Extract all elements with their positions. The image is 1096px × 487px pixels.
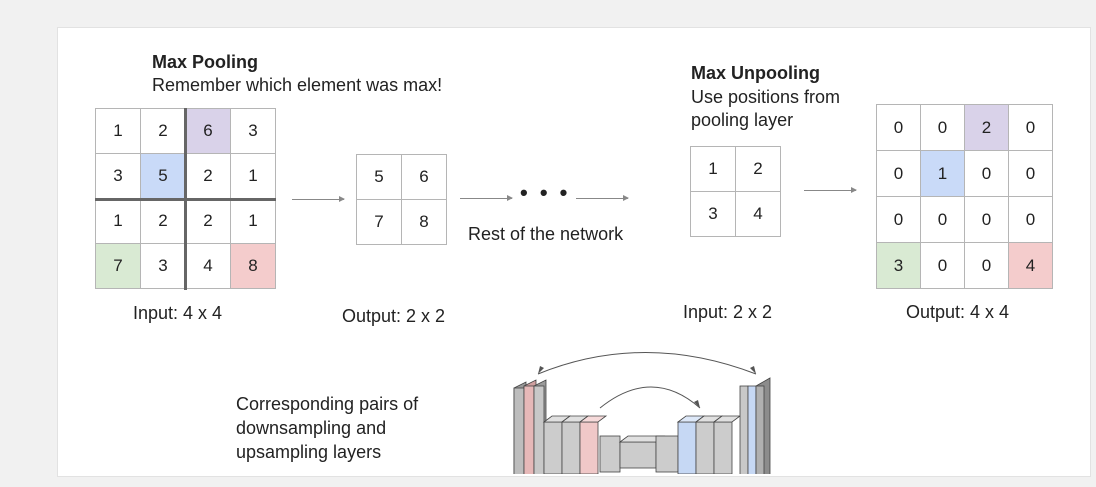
- grid-cell: 3: [690, 191, 736, 237]
- arrow-right-icon: [292, 196, 345, 202]
- pooling-subtitle: Remember which element was max!: [152, 75, 443, 95]
- grid-cell: 1: [230, 198, 276, 244]
- grid-cell: 2: [185, 198, 231, 244]
- arrow-right-icon: [460, 195, 513, 201]
- rest-of-network-label: Rest of the network: [468, 224, 624, 244]
- grid-cell: 1: [95, 108, 141, 154]
- grid-cell-max: 1: [920, 150, 965, 197]
- unet-caption-line2: downsampling and: [236, 418, 387, 438]
- grid-cell: 2: [185, 153, 231, 199]
- grid-cell: 0: [1008, 104, 1053, 151]
- arrow-right-icon: [804, 187, 857, 193]
- ellipsis-icon: • • •: [520, 180, 571, 205]
- encoder-layer: [542, 415, 608, 474]
- grid-cell: 0: [876, 150, 921, 197]
- grid-cell: 8: [401, 199, 447, 245]
- grid-cell: 1: [230, 153, 276, 199]
- grid-cell: 0: [876, 104, 921, 151]
- grid-cell-max: 5: [140, 153, 186, 199]
- decoder-layer: [739, 377, 771, 474]
- unpooling-title: Max Unpooling: [691, 63, 820, 83]
- grid-cell: 5: [356, 154, 402, 200]
- grid-cell: 2: [735, 146, 781, 192]
- bottleneck-layer: [599, 435, 679, 473]
- grid-cell: 4: [735, 191, 781, 237]
- skip-connection-arc: [537, 352, 757, 375]
- unet-caption-line1: Corresponding pairs of: [236, 394, 419, 414]
- unpooling-output-label: Output: 4 x 4: [906, 302, 1010, 322]
- grid-cell-max: 2: [964, 104, 1009, 151]
- grid-cell: 2: [140, 198, 186, 244]
- unpooling-input-grid: 1 2 3 4: [690, 146, 781, 237]
- unpooling-input-label: Input: 2 x 2: [683, 302, 773, 322]
- grid-cell: 3: [230, 108, 276, 154]
- grid-cell-max: 7: [95, 243, 141, 289]
- grid-cell: 6: [401, 154, 447, 200]
- unet-diagram: [513, 352, 771, 474]
- slide: Max Pooling Remember which element was m…: [57, 27, 1091, 477]
- grid-cell: 1: [95, 198, 141, 244]
- grid-cell-max: 4: [1008, 242, 1053, 289]
- arrow-right-icon: [576, 195, 629, 201]
- unet-caption-line3: upsampling layers: [236, 442, 382, 462]
- decoder-layer: [676, 415, 742, 474]
- grid-cell-max: 6: [185, 108, 231, 154]
- grid-cell: 0: [964, 196, 1009, 243]
- grid-cell: 0: [964, 242, 1009, 289]
- skip-connection-arc: [599, 386, 701, 409]
- encoder-layer: [513, 379, 547, 474]
- unpooling-subtitle-line1: Use positions from: [691, 87, 841, 107]
- pooling-output-grid: 5 6 7 8: [356, 154, 447, 245]
- pooling-title: Max Pooling: [152, 52, 259, 72]
- grid-cell: 0: [876, 196, 921, 243]
- grid-cell: 7: [356, 199, 402, 245]
- grid-cell: 0: [1008, 150, 1053, 197]
- unpooling-subtitle-line2: pooling layer: [691, 110, 794, 130]
- grid-cell: 0: [920, 104, 965, 151]
- quadrant-divider-horizontal: [95, 198, 276, 201]
- grid-cell: 0: [964, 150, 1009, 197]
- grid-cell: 4: [185, 243, 231, 289]
- unpooling-output-grid: 0 0 2 0 0 1 0 0 0 0 0 0 3 0 0 4: [876, 104, 1053, 289]
- grid-cell-max: 8: [230, 243, 276, 289]
- grid-cell: 3: [140, 243, 186, 289]
- grid-cell: 3: [95, 153, 141, 199]
- grid-cell: 0: [920, 242, 965, 289]
- pooling-input-label: Input: 4 x 4: [133, 303, 223, 323]
- grid-cell: 0: [920, 196, 965, 243]
- grid-cell: 1: [690, 146, 736, 192]
- pooling-output-label: Output: 2 x 2: [342, 306, 446, 326]
- grid-cell-max: 3: [876, 242, 921, 289]
- unet-caption: Corresponding pairs of downsampling and …: [236, 392, 418, 464]
- pooling-input-grid: 1 2 6 3 3 5 2 1 1 2 2 1 7 3 4 8: [95, 108, 276, 289]
- grid-cell: 2: [140, 108, 186, 154]
- grid-cell: 0: [1008, 196, 1053, 243]
